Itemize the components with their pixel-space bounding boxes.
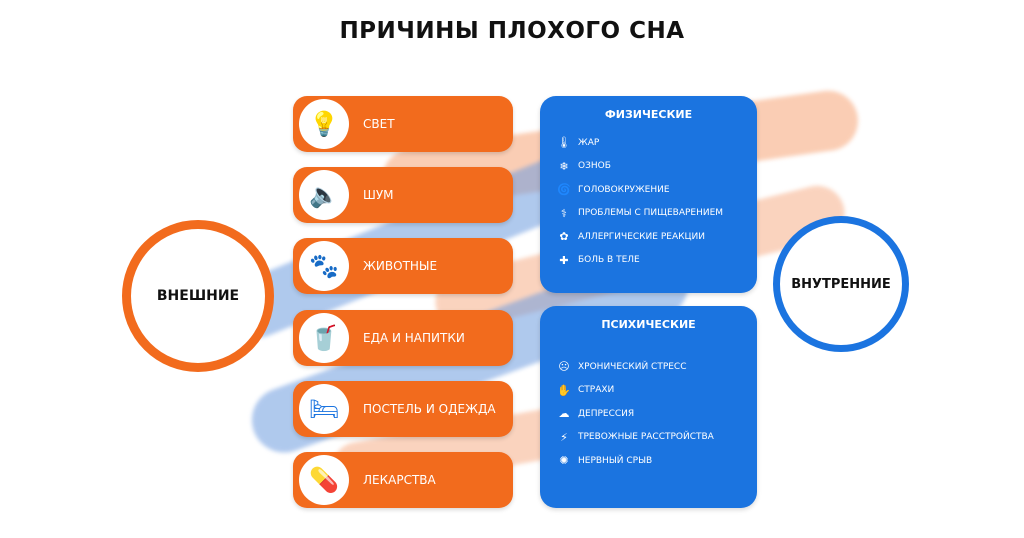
mental-item: ☁ ДЕПРЕССИЯ — [540, 402, 757, 426]
cause-label: ПОСТЕЛЬ И ОДЕЖДА — [363, 402, 496, 416]
symptom-label: ДЕПРЕССИЯ — [578, 408, 635, 419]
symptom-icon: 🌡 — [557, 136, 571, 150]
mental-item: ⚡ ТРЕВОЖНЫЕ РАССТРОЙСТВА — [540, 426, 757, 450]
cause-label: ЕДА И НАПИТКИ — [363, 331, 465, 345]
symptom-icon: ⚕ — [561, 206, 567, 220]
cause-label: СВЕТ — [363, 117, 395, 131]
physical-item: ✚ БОЛЬ В ТЕЛЕ — [540, 249, 757, 273]
mental-title: ПСИХИЧЕСКИЕ — [601, 318, 696, 331]
mental-item: ☹ ХРОНИЧЕСКИЙ СТРЕСС — [540, 355, 757, 379]
symptom-icon: 🌀 — [557, 183, 571, 197]
symptom-label: ПРОБЛЕМЫ С ПИЩЕВАРЕНИЕМ — [578, 208, 724, 219]
symptom-icon: ✚ — [559, 253, 569, 267]
lightbulb-icon: 💡 — [299, 99, 349, 149]
symptom-label: СТРАХИ — [578, 385, 615, 396]
speaker-icon: 🔈 — [299, 170, 349, 220]
symptom-icon: ☹ — [558, 360, 570, 374]
physical-box: ФИЗИЧЕСКИЕ 🌡 ЖАР ❄ ОЗНОБ 🌀 ГОЛОВОКРУЖЕНИЕ ⚕ ПРО… — [540, 96, 757, 293]
external-cause-4: 🛏 ПОСТЕЛЬ И ОДЕЖДА — [293, 381, 513, 437]
symptom-icon: ☁ — [558, 407, 570, 421]
symptom-icon: ✺ — [559, 454, 569, 468]
internal-label: ВНУТРЕННИЕ — [791, 276, 891, 292]
cause-label: ЖИВОТНЫЕ — [363, 259, 438, 273]
external-cause-0: 💡 СВЕТ — [293, 96, 513, 152]
symptom-label: ЖАР — [578, 137, 600, 148]
mental-item: ✺ НЕРВНЫЙ СРЫВ — [540, 449, 757, 473]
symptom-label: АЛЛЕРГИЧЕСКИЕ РЕАКЦИИ — [578, 231, 705, 242]
physical-item: 🌀 ГОЛОВОКРУЖЕНИЕ — [540, 178, 757, 202]
internal-circle: ВНУТРЕННИЕ — [773, 216, 909, 352]
symptom-icon: ✿ — [559, 230, 569, 244]
bed-icon: 🛏 — [299, 384, 349, 434]
paw-icon: 🐾 — [299, 241, 349, 291]
symptom-label: ХРОНИЧЕСКИЙ СТРЕСС — [578, 361, 687, 372]
symptom-label: ГОЛОВОКРУЖЕНИЕ — [578, 184, 670, 195]
food-drink-icon: 🥤 — [299, 313, 349, 363]
external-cause-2: 🐾 ЖИВОТНЫЕ — [293, 238, 513, 294]
mental-box: ПСИХИЧЕСКИЕ ☹ ХРОНИЧЕСКИЙ СТРЕСС ✋ СТРАХИ ☁ Д… — [540, 306, 757, 508]
physical-item: ✿ АЛЛЕРГИЧЕСКИЕ РЕАКЦИИ — [540, 225, 757, 249]
cause-label: ШУМ — [363, 188, 394, 202]
physical-title: ФИЗИЧЕСКИЕ — [604, 108, 693, 121]
external-circle: ВНЕШНИЕ — [122, 220, 274, 372]
physical-item: 🌡 ЖАР — [540, 131, 757, 155]
mental-item: ✋ СТРАХИ — [540, 379, 757, 403]
symptom-icon: ✋ — [557, 383, 571, 397]
physical-item: ⚕ ПРОБЛЕМЫ С ПИЩЕВАРЕНИЕМ — [540, 202, 757, 226]
page-title: ПРИЧИНЫ ПЛОХОГО СНА — [339, 18, 685, 44]
cause-label: ЛЕКАРСТВА — [363, 473, 436, 487]
symptom-label: НЕРВНЫЙ СРЫВ — [578, 455, 653, 466]
symptom-label: ОЗНОБ — [578, 161, 611, 172]
external-cause-1: 🔈 ШУМ — [293, 167, 513, 223]
symptom-label: БОЛЬ В ТЕЛЕ — [578, 255, 640, 266]
pills-icon: 💊 — [299, 455, 349, 505]
symptom-label: ТРЕВОЖНЫЕ РАССТРОЙСТВА — [578, 432, 714, 443]
external-cause-3: 🥤 ЕДА И НАПИТКИ — [293, 310, 513, 366]
external-label: ВНЕШНИЕ — [156, 288, 240, 304]
symptom-icon: ⚡ — [560, 430, 568, 444]
physical-item: ❄ ОЗНОБ — [540, 155, 757, 179]
symptom-icon: ❄ — [559, 159, 569, 173]
external-cause-5: 💊 ЛЕКАРСТВА — [293, 452, 513, 508]
